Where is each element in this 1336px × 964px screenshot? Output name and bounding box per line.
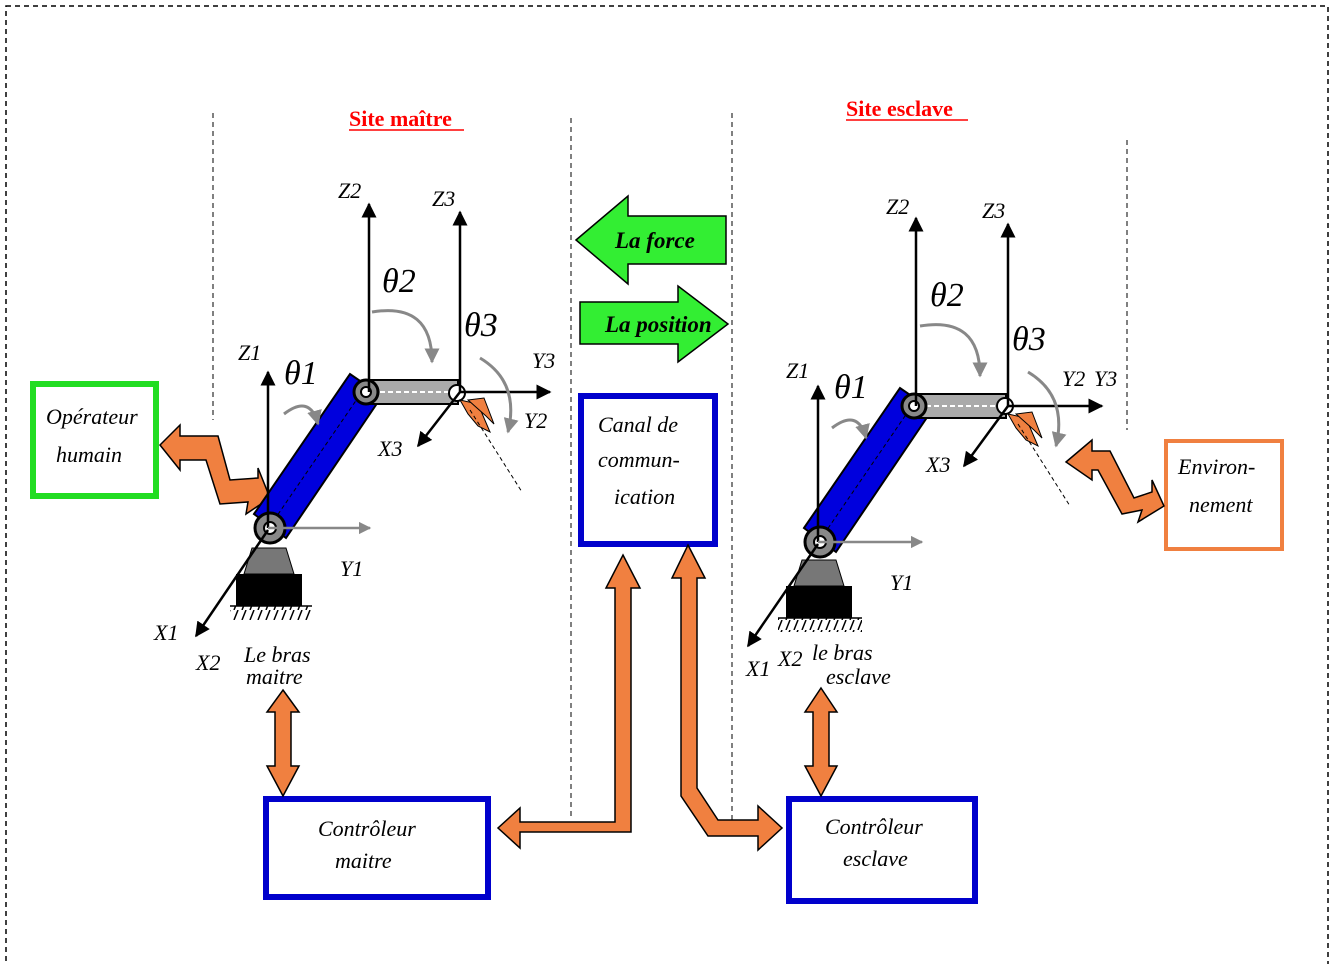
master-y1: Y1	[340, 556, 363, 581]
slave-arm: Z1 θ1 Z2 θ2 Z3 θ3 Y2 Y3 X3 Y1 X1 X2 le b…	[745, 194, 1117, 689]
slave-z3: Z3	[982, 198, 1005, 223]
position-arrow: La position	[579, 284, 730, 364]
force-label: La force	[614, 228, 695, 253]
slave-theta2: θ2	[930, 277, 964, 314]
slave-caption-2: esclave	[826, 664, 891, 689]
slave-y1: Y1	[890, 570, 913, 595]
svg-text:Opérateur: Opérateur	[46, 404, 138, 429]
operator-box: Opérateur humain	[30, 381, 159, 499]
separators	[212, 113, 1128, 820]
svg-text:Environ-: Environ-	[1177, 454, 1255, 479]
svg-text:Contrôleur: Contrôleur	[825, 814, 923, 839]
slave-caption-1: le bras	[812, 640, 873, 665]
master-y2: Y2	[524, 408, 547, 433]
channel-box: Canal de commun- ication	[578, 393, 718, 547]
slave-x3: X3	[925, 452, 950, 477]
svg-text:esclave: esclave	[843, 846, 908, 871]
svg-text:humain: humain	[56, 442, 122, 467]
svg-text:commun-: commun-	[598, 447, 680, 472]
svg-text:nement: nement	[1189, 492, 1253, 517]
svg-text:ication: ication	[614, 484, 675, 509]
slave-x2: X2	[777, 646, 802, 671]
master-x3: X3	[377, 436, 402, 461]
slave-x1: X1	[745, 656, 770, 681]
master-theta3: θ3	[464, 307, 498, 344]
master-z3: Z3	[432, 186, 455, 211]
force-arrow: La force	[574, 194, 727, 286]
slave-theta1: θ1	[834, 369, 868, 406]
outer-frame	[5, 5, 1329, 964]
slave-site-title: Site esclave	[846, 96, 953, 121]
slave-y2: Y2	[1062, 366, 1085, 391]
slave-z1: Z1	[786, 358, 809, 383]
master-y3: Y3	[532, 348, 555, 373]
orange-connectors	[158, 423, 1165, 852]
master-site-title: Site maître	[349, 106, 452, 131]
master-caption-2: maitre	[246, 664, 303, 689]
master-arm: Z1 θ1 Z2 θ2 Z3 θ3 Y3 Y2 X3 Y1 X1 X2 Le b…	[153, 178, 555, 689]
slave-controller-box: Contrôleur esclave	[786, 796, 978, 904]
position-label: La position	[604, 312, 712, 337]
master-x1: X1	[153, 620, 178, 645]
master-x2: X2	[195, 650, 220, 675]
svg-text:Contrôleur: Contrôleur	[318, 816, 416, 841]
master-theta1: θ1	[284, 355, 318, 392]
master-z1: Z1	[238, 340, 261, 365]
svg-text:maitre: maitre	[335, 848, 392, 873]
svg-text:Canal de: Canal de	[598, 412, 678, 437]
master-z2: Z2	[338, 178, 361, 203]
master-controller-box: Contrôleur maitre	[263, 796, 491, 900]
master-caption-1: Le bras	[243, 642, 311, 667]
master-theta2: θ2	[382, 263, 416, 300]
slave-y3: Y3	[1094, 366, 1117, 391]
slave-z2: Z2	[886, 194, 909, 219]
slave-theta3: θ3	[1012, 321, 1046, 358]
environment-box: Environ- nement	[1164, 439, 1284, 551]
